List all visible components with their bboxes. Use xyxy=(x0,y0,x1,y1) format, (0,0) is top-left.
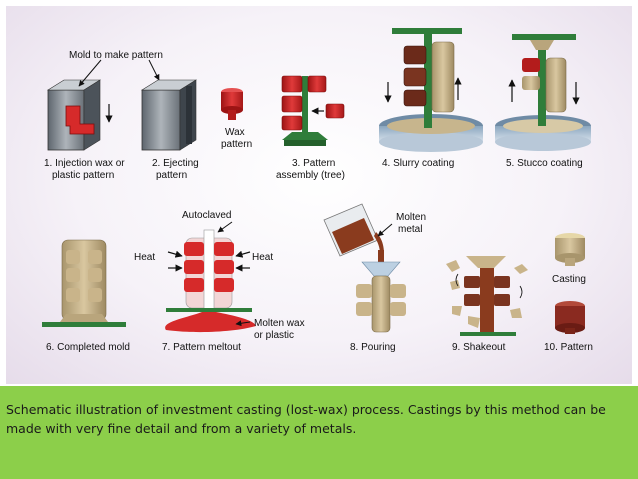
autoclaved-label: Autoclaved xyxy=(182,210,231,221)
heat-left-label: Heat xyxy=(134,252,155,263)
caption-panel: Schematic illustration of investment cas… xyxy=(0,386,638,479)
step7-label: 7. Pattern meltout xyxy=(162,342,241,353)
step9-shakeout-illustration xyxy=(446,256,528,336)
mold-label: Mold to make pattern xyxy=(69,50,163,61)
step1-label-line1: 1. Injection wax or xyxy=(44,158,125,169)
step1-mold-illustration xyxy=(46,79,113,151)
molten-wax-label-line2: or plastic xyxy=(254,330,294,341)
step2-label-line1: 2. Ejecting xyxy=(152,158,199,169)
molten-wax-label-line1: Molten wax xyxy=(254,318,305,329)
step7-meltout-illustration xyxy=(165,221,256,333)
casting-illustration xyxy=(555,233,585,266)
step4-slurry-illustration xyxy=(379,28,483,152)
step2-mold-illustration xyxy=(140,79,198,151)
step6-mold-illustration xyxy=(42,239,126,327)
step3-tree-illustration xyxy=(281,75,345,146)
step6-label: 6. Completed mold xyxy=(46,342,130,353)
step1-label-line2: plastic pattern xyxy=(52,170,114,181)
wax-pattern-label-line2: pattern xyxy=(221,139,252,150)
step3-label-line2: assembly (tree) xyxy=(276,170,345,181)
step9-label: 9. Shakeout xyxy=(452,342,506,353)
heat-right-label: Heat xyxy=(252,252,273,263)
final-pattern-illustration xyxy=(555,301,585,334)
step5-stucco-illustration xyxy=(495,34,591,151)
caption-text: Schematic illustration of investment cas… xyxy=(6,402,606,436)
diagram-panel: Mold to make pattern Wax pattern xyxy=(6,6,632,384)
wax-pattern-illustration xyxy=(221,88,243,120)
step10-label: 10. Pattern xyxy=(544,342,593,353)
step4-label: 4. Slurry coating xyxy=(382,158,454,169)
investment-casting-diagram: Mold to make pattern Wax pattern xyxy=(42,28,593,353)
molten-metal-label-line2: metal xyxy=(398,224,422,235)
step8-label: 8. Pouring xyxy=(350,342,396,353)
step2-label-line2: pattern xyxy=(156,170,187,181)
mold-pointer-1 xyxy=(78,59,102,87)
step5-label: 5. Stucco coating xyxy=(506,158,583,169)
casting-label: Casting xyxy=(552,274,586,285)
wax-pattern-label-line1: Wax xyxy=(225,127,245,138)
step8-pouring-illustration xyxy=(323,203,406,333)
step3-label-line1: 3. Pattern xyxy=(292,158,335,169)
mold-pointer-2 xyxy=(148,59,160,81)
molten-metal-label-line1: Molten xyxy=(396,212,426,223)
